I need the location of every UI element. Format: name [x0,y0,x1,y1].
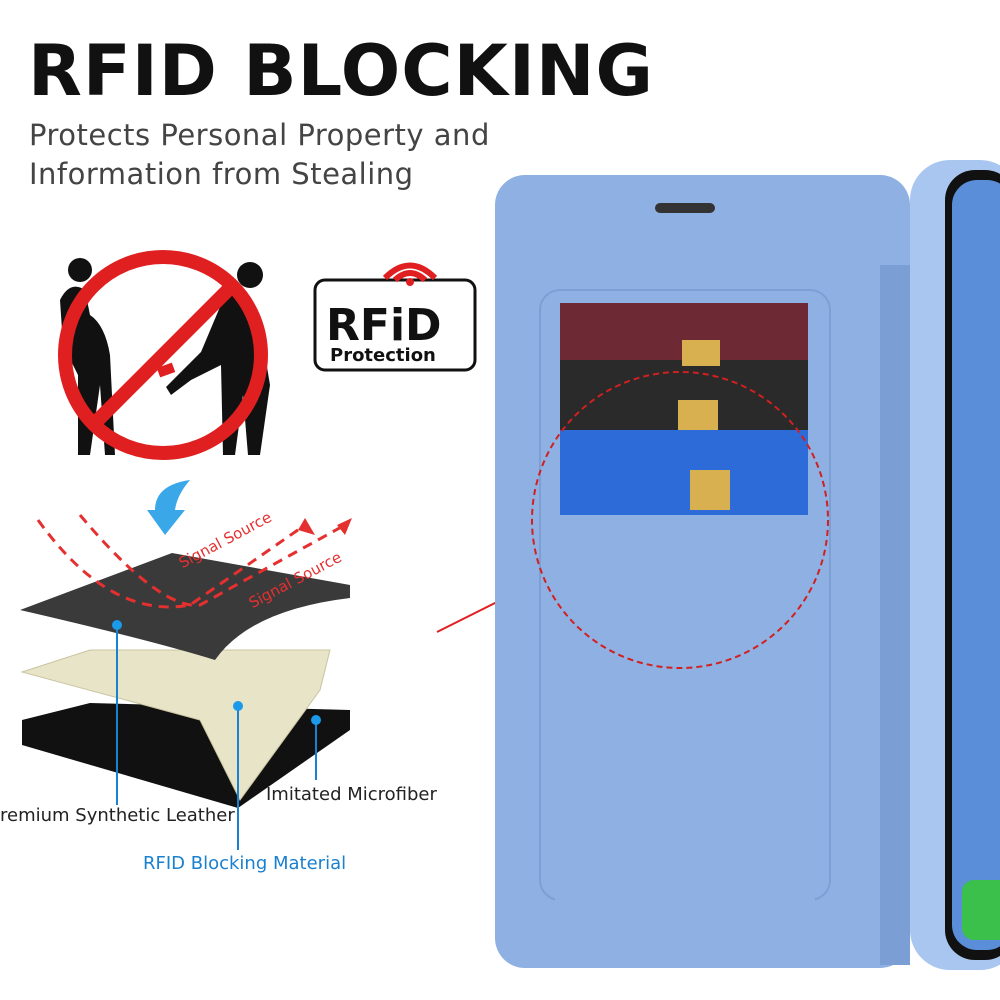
no-theft-icon [58,250,270,460]
subtitle-line-1: Protects Personal Property and [29,118,490,152]
badge-protection-text: Protection [330,345,436,366]
down-arrow-icon [147,480,190,535]
label-synthetic-leather: remium Synthetic Leather [0,805,235,826]
material-layers-diagram [20,514,352,850]
badge-rfid-text: RFiD [326,300,442,351]
label-imitated-microfiber: Imitated Microfiber [266,784,437,805]
phone [910,160,1000,970]
page-title: RFID BLOCKING [28,30,654,112]
subtitle-line-2: Information from Stealing [29,157,414,191]
label-rfid-blocking-material: RFID Blocking Material [143,853,347,874]
rfid-protection-badge [313,262,477,372]
wallet-case [495,175,910,968]
